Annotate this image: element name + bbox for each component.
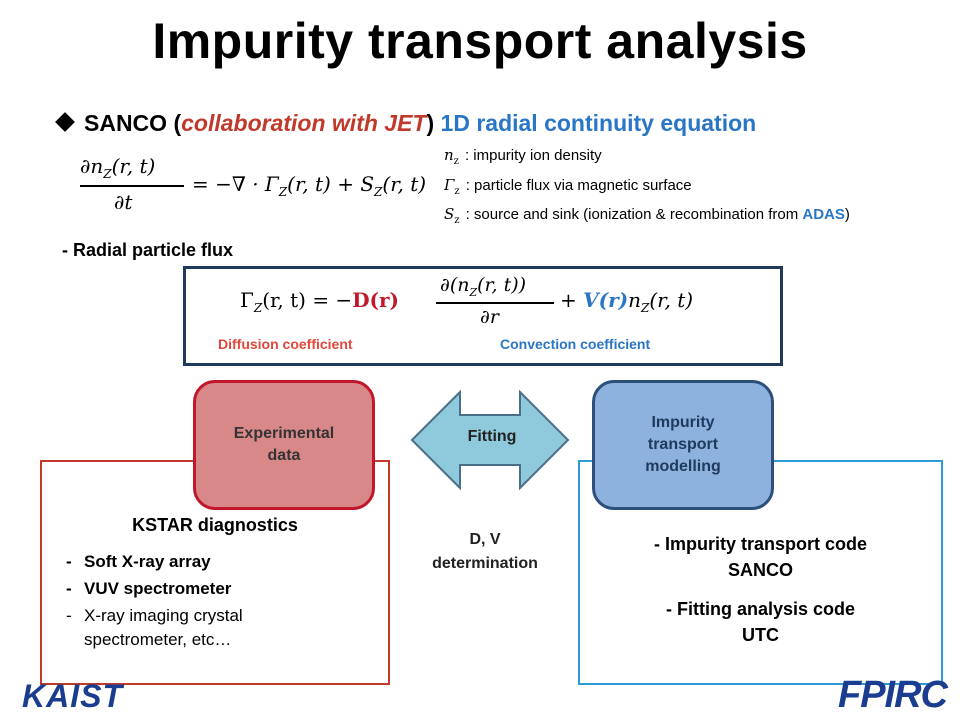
diamond-bullet-icon	[55, 112, 75, 132]
flux-equation-box	[183, 266, 783, 366]
legend-source-text: : source and sink (ionization & recombin…	[465, 206, 803, 223]
eq2-gamma: Γ	[240, 288, 254, 312]
dv-line2: determination	[432, 555, 538, 572]
continuity-equation: ∂nZ(r, t) ∂t = −∇ · ΓZ(r, t) + SZ(r, t)	[70, 152, 430, 222]
eq1-num-args: (r, t)	[111, 154, 156, 178]
eq2-frac-den: ∂r	[480, 306, 499, 328]
legend-source: Sz : source and sink (ionization & recomb…	[444, 205, 850, 226]
eq2-lhs-args: (r, t) = −	[262, 288, 353, 312]
diffusion-coefficient-label: Diffusion coefficient	[218, 336, 353, 352]
page-title: Impurity transport analysis	[152, 13, 808, 69]
eq2-frac-num-text: ∂(n	[440, 274, 470, 296]
eq1-rhs-args2: (r, t)	[382, 172, 427, 196]
eq2-frac-num: ∂(nZ(r, t))	[440, 274, 526, 299]
code-utc-line1: - Fitting analysis code	[665, 599, 856, 619]
experimental-card-line1: Experimental	[233, 425, 335, 442]
subtitle-part2: )	[426, 110, 441, 136]
eq2-convection-term: V(r)	[583, 288, 629, 312]
legend-density: nz : impurity ion density	[444, 146, 602, 167]
diag-item-xray-imaging: -X-ray imaging crystal	[66, 606, 243, 625]
eq2-frac-num-args: (r, t))	[477, 274, 527, 296]
eq1-rhs-args: (r, t) + S	[287, 172, 375, 196]
dv-determination-label: D, V determination	[400, 528, 570, 576]
subtitle: SANCO (collaboration with JET) 1D radial…	[55, 110, 757, 137]
eq2-tail-sub: Z	[641, 301, 650, 315]
diag-item-text: VUV spectrometer	[84, 579, 232, 598]
eq2-rhs: + V(r)nZ(r, t)	[560, 288, 693, 315]
experimental-data-card: Experimental data	[193, 380, 375, 510]
kstar-title: KSTAR diagnostics	[132, 515, 298, 535]
eq2-gamma-sub: Z	[253, 301, 263, 315]
fpirc-logo-text: FPIRC	[838, 674, 948, 716]
radial-flux-label: - Radial particle flux	[62, 240, 234, 260]
eq1-num-text: ∂n	[80, 154, 104, 178]
diag-item-text: Soft X-ray array	[84, 552, 211, 571]
eq1-numerator: ∂nZ(r, t)	[80, 154, 155, 181]
diag-item-soft-xray: -Soft X-ray array	[66, 552, 211, 571]
legend-flux: Γz : particle flux via magnetic surface	[444, 176, 692, 197]
eq1-denominator: ∂t	[114, 190, 133, 214]
legend-density-sub: z	[453, 156, 459, 167]
model-card-line1: Impurity	[651, 414, 715, 431]
diag-item-vuv: -VUV spectrometer	[66, 579, 232, 598]
eq1-fraction-bar	[80, 185, 184, 187]
kaist-logo: KAIST	[22, 678, 123, 714]
experimental-card-line2: data	[267, 447, 301, 464]
legend-density-symbol: n	[444, 146, 454, 164]
diag-item-xray-imaging-cont: spectrometer, etc…	[84, 630, 232, 649]
subtitle-collaboration: collaboration with JET	[181, 110, 427, 136]
dv-line1: D, V	[469, 531, 501, 548]
eq1-rhs-sub2: Z	[374, 185, 383, 199]
fpirc-logo: FPIRC	[838, 674, 948, 717]
eq2-tail-args: (r, t)	[649, 288, 694, 312]
legend-flux-sub: z	[454, 186, 460, 197]
impurity-modelling-card: Impurity transport modelling	[592, 380, 774, 510]
legend-density-text: : impurity ion density	[464, 147, 602, 164]
eq2-diffusion-term: D(r)	[352, 288, 399, 312]
legend-source-close: )	[844, 206, 850, 223]
legend-flux-symbol: Γ	[444, 176, 455, 194]
eq2-tail: n	[628, 288, 641, 312]
subtitle-part1: SANCO (	[84, 110, 182, 136]
fitting-label: Fitting	[467, 428, 517, 445]
code-sanco-line1: - Impurity transport code	[653, 534, 868, 554]
code-utc-line2: UTC	[742, 625, 779, 645]
legend-flux-text: : particle flux via magnetic surface	[465, 177, 692, 194]
eq1-rhs-text: = −∇ · Γ	[192, 172, 279, 196]
model-card-line2: transport	[647, 436, 719, 453]
eq2-fraction-bar	[436, 302, 554, 304]
eq2-lhs: ΓZ(r, t) = −D(r)	[240, 288, 399, 315]
model-card-line3: modelling	[645, 458, 721, 475]
legend-source-sub: z	[454, 215, 460, 226]
convection-coefficient-label: Convection coefficient	[500, 336, 651, 352]
eq1-num-sub: Z	[103, 167, 112, 181]
code-sanco-line2: SANCO	[727, 560, 793, 580]
double-arrow-icon	[410, 390, 570, 490]
eq1-rhs-sub: Z	[278, 185, 288, 199]
diag-item-text: X-ray imaging crystal	[84, 606, 243, 625]
legend-source-adas: ADAS	[802, 206, 845, 223]
subtitle-equation-name: 1D radial continuity equation	[440, 110, 757, 136]
eq2-frac-num-sub: Z	[469, 285, 478, 299]
eq1-rhs: = −∇ · ΓZ(r, t) + SZ(r, t)	[192, 172, 426, 199]
legend-source-symbol: S	[444, 205, 455, 223]
eq2-plus: +	[560, 288, 577, 312]
